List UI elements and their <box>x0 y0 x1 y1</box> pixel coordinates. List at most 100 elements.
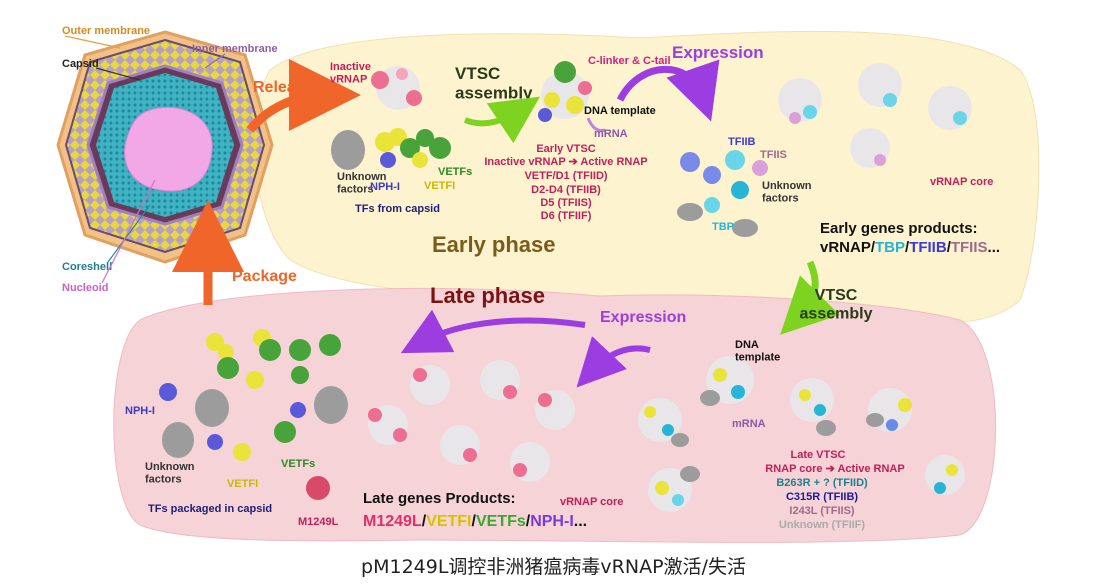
capsid-label: Capsid <box>62 58 99 70</box>
unknown-factor-blob <box>331 130 365 170</box>
expression-arrow-early <box>616 59 720 122</box>
tfiib-label: TFIIB <box>728 136 756 148</box>
early-tf-3: D6 (TFIIF) <box>541 210 592 222</box>
dna-template-label-late-line-0: DNA <box>735 339 759 351</box>
early-products-heading: Early genes products: <box>820 220 978 237</box>
unknown-factors-label-early-2-line-1: factors <box>762 193 799 205</box>
late-product-vetfs: VETFs <box>476 513 526 530</box>
rnap-core-to-active-label: RNAP core ➔ Active RNAP <box>765 463 904 475</box>
early-product-tfiis: TFIIS <box>951 239 988 256</box>
late-phase-title: Late phase <box>430 283 545 308</box>
nph1-label-early: NPH-I <box>370 181 400 193</box>
vtsc-assembly-arrow-transition <box>780 260 840 335</box>
early-product-tfiib: TFIIB <box>909 239 947 256</box>
tfs-from-capsid-cluster <box>375 128 451 168</box>
early-vtsc-heading: Early VTSC <box>536 143 595 155</box>
dna-template-label-early: DNA template <box>584 105 656 117</box>
inner-membrane-label: Inner membrane <box>192 43 278 55</box>
early-product-tbp: TBP <box>875 239 905 256</box>
late-factor-1: C315R (TFIIB) <box>786 491 858 503</box>
vrnap-core-label-early: vRNAP core <box>930 176 993 188</box>
early-tf-2: D5 (TFIIS) <box>540 197 592 209</box>
inactive-to-active-label: Inactive vRNAP ➔ Active RNAP <box>484 156 647 168</box>
vetfi-label-early: VETFI <box>424 180 455 192</box>
tbp-label: TBP <box>712 221 734 233</box>
early-product-sep-2: / <box>947 239 952 256</box>
dna-template-label-late-line-1: template <box>735 352 780 364</box>
early-products-cluster <box>677 150 768 237</box>
late-product-sep-1: / <box>422 513 427 530</box>
unknown-factors-label-line-0: Unknown <box>337 171 387 183</box>
late-vrnap-cluster <box>368 360 575 482</box>
expression-label-early: Expression <box>672 43 764 62</box>
tfs-packaged-label: TFs packaged in capsid <box>148 503 272 515</box>
late-product-ellipsis: ... <box>574 513 587 530</box>
vrnap-core-cluster <box>778 63 972 168</box>
late-tfs-cluster <box>159 329 348 500</box>
package-label: Package <box>232 268 297 285</box>
vetfs-label-late: VETFs <box>281 458 315 470</box>
m1249l-label-small: M1249L <box>298 516 339 528</box>
tfiis-label: TFIIS <box>760 149 787 161</box>
late-product-nph1: NPH-I <box>530 513 574 530</box>
mrna-label-early: mRNA <box>594 128 628 140</box>
early-tf-0: VETF/D1 (TFIID) <box>524 170 607 182</box>
late-product-sep-3: / <box>526 513 531 530</box>
late-vtsc-heading: Late VTSC <box>790 449 845 461</box>
early-tf-1: D2-D4 (TFIIB) <box>531 184 601 196</box>
nph1-label-late: NPH-I <box>125 405 155 417</box>
vtsc-assembly-label-transition-line-0: VTSC <box>815 287 858 304</box>
unknown-factors-label-late-line-1: factors <box>145 474 182 486</box>
diagram-canvas: Outer membrane Inner membrane Capsid Cor… <box>56 25 1040 543</box>
nucleoid-region <box>124 106 213 192</box>
late-factor-0: B263R + ? (TFIID) <box>776 477 868 489</box>
c-linker-c-tail-label: C-linker & C-tail <box>588 55 671 67</box>
late-products-heading: Late genes Products: <box>363 490 516 507</box>
late-product-vetfi: VETFI <box>426 513 471 530</box>
late-factor-2: I243L (TFIIS) <box>789 505 855 517</box>
late-vtsc-complexes <box>638 356 965 512</box>
outer-membrane-label: Outer membrane <box>62 25 150 37</box>
nucleoid-label: Nucleoid <box>62 282 108 294</box>
expression-label-late: Expression <box>600 309 686 326</box>
early-products-line: vRNAP/TBP/TFIIB/TFIIS... <box>820 239 1000 256</box>
vetfi-label-late: VETFI <box>227 478 258 490</box>
release-arrow <box>246 59 361 133</box>
unknown-factors-label-early-2-line-0: Unknown <box>762 180 812 192</box>
expression-arrow-late-2 <box>576 336 651 388</box>
virion-labels: Outer membrane Inner membrane Capsid Cor… <box>62 25 278 294</box>
unknown-factors-label-late-line-0: Unknown <box>145 461 195 473</box>
tfs-from-capsid-label: TFs from capsid <box>355 203 440 215</box>
early-vtsc-text: Early VTSC Inactive vRNAP ➔ Active RNAP … <box>484 143 647 222</box>
figure-caption: pM1249L调控非洲猪瘟病毒vRNAP激活/失活 <box>361 556 746 578</box>
vtsc-assembly-label-line-0: VTSC <box>455 64 500 83</box>
inactive-vrnap-label-line-1: vRNAP <box>330 74 367 86</box>
early-product-sep-1: / <box>905 239 910 256</box>
vtsc-assembly-arrow <box>463 96 540 144</box>
vetfs-label-early: VETFs <box>438 166 472 178</box>
late-products-line: M1249L/VETFI/VETFs/NPH-I... <box>363 513 587 530</box>
vtsc-assembly-label-line-1: assembly <box>455 84 533 103</box>
expression-arrow-late-1 <box>400 309 586 354</box>
late-vtsc-text: Late VTSC RNAP core ➔ Active RNAP B263R … <box>765 449 904 531</box>
early-product-ellipsis: ... <box>988 239 1001 256</box>
vtsc-assembly-label-transition-line-1: assembly <box>800 305 873 322</box>
inactive-vrnap-label-line-0: Inactive <box>330 61 371 73</box>
late-product-sep-2: / <box>472 513 477 530</box>
early-phase-title: Early phase <box>432 232 556 257</box>
unknown-factors-label-line-1: factors <box>337 184 374 196</box>
release-label: Release <box>253 79 314 96</box>
early-product-vrnap: vRNAP/ <box>820 239 876 256</box>
inactive-vrnap-protein <box>371 66 422 110</box>
mrna-label-late: mRNA <box>732 418 766 430</box>
vrnap-core-label-late: vRNAP core <box>560 496 623 508</box>
